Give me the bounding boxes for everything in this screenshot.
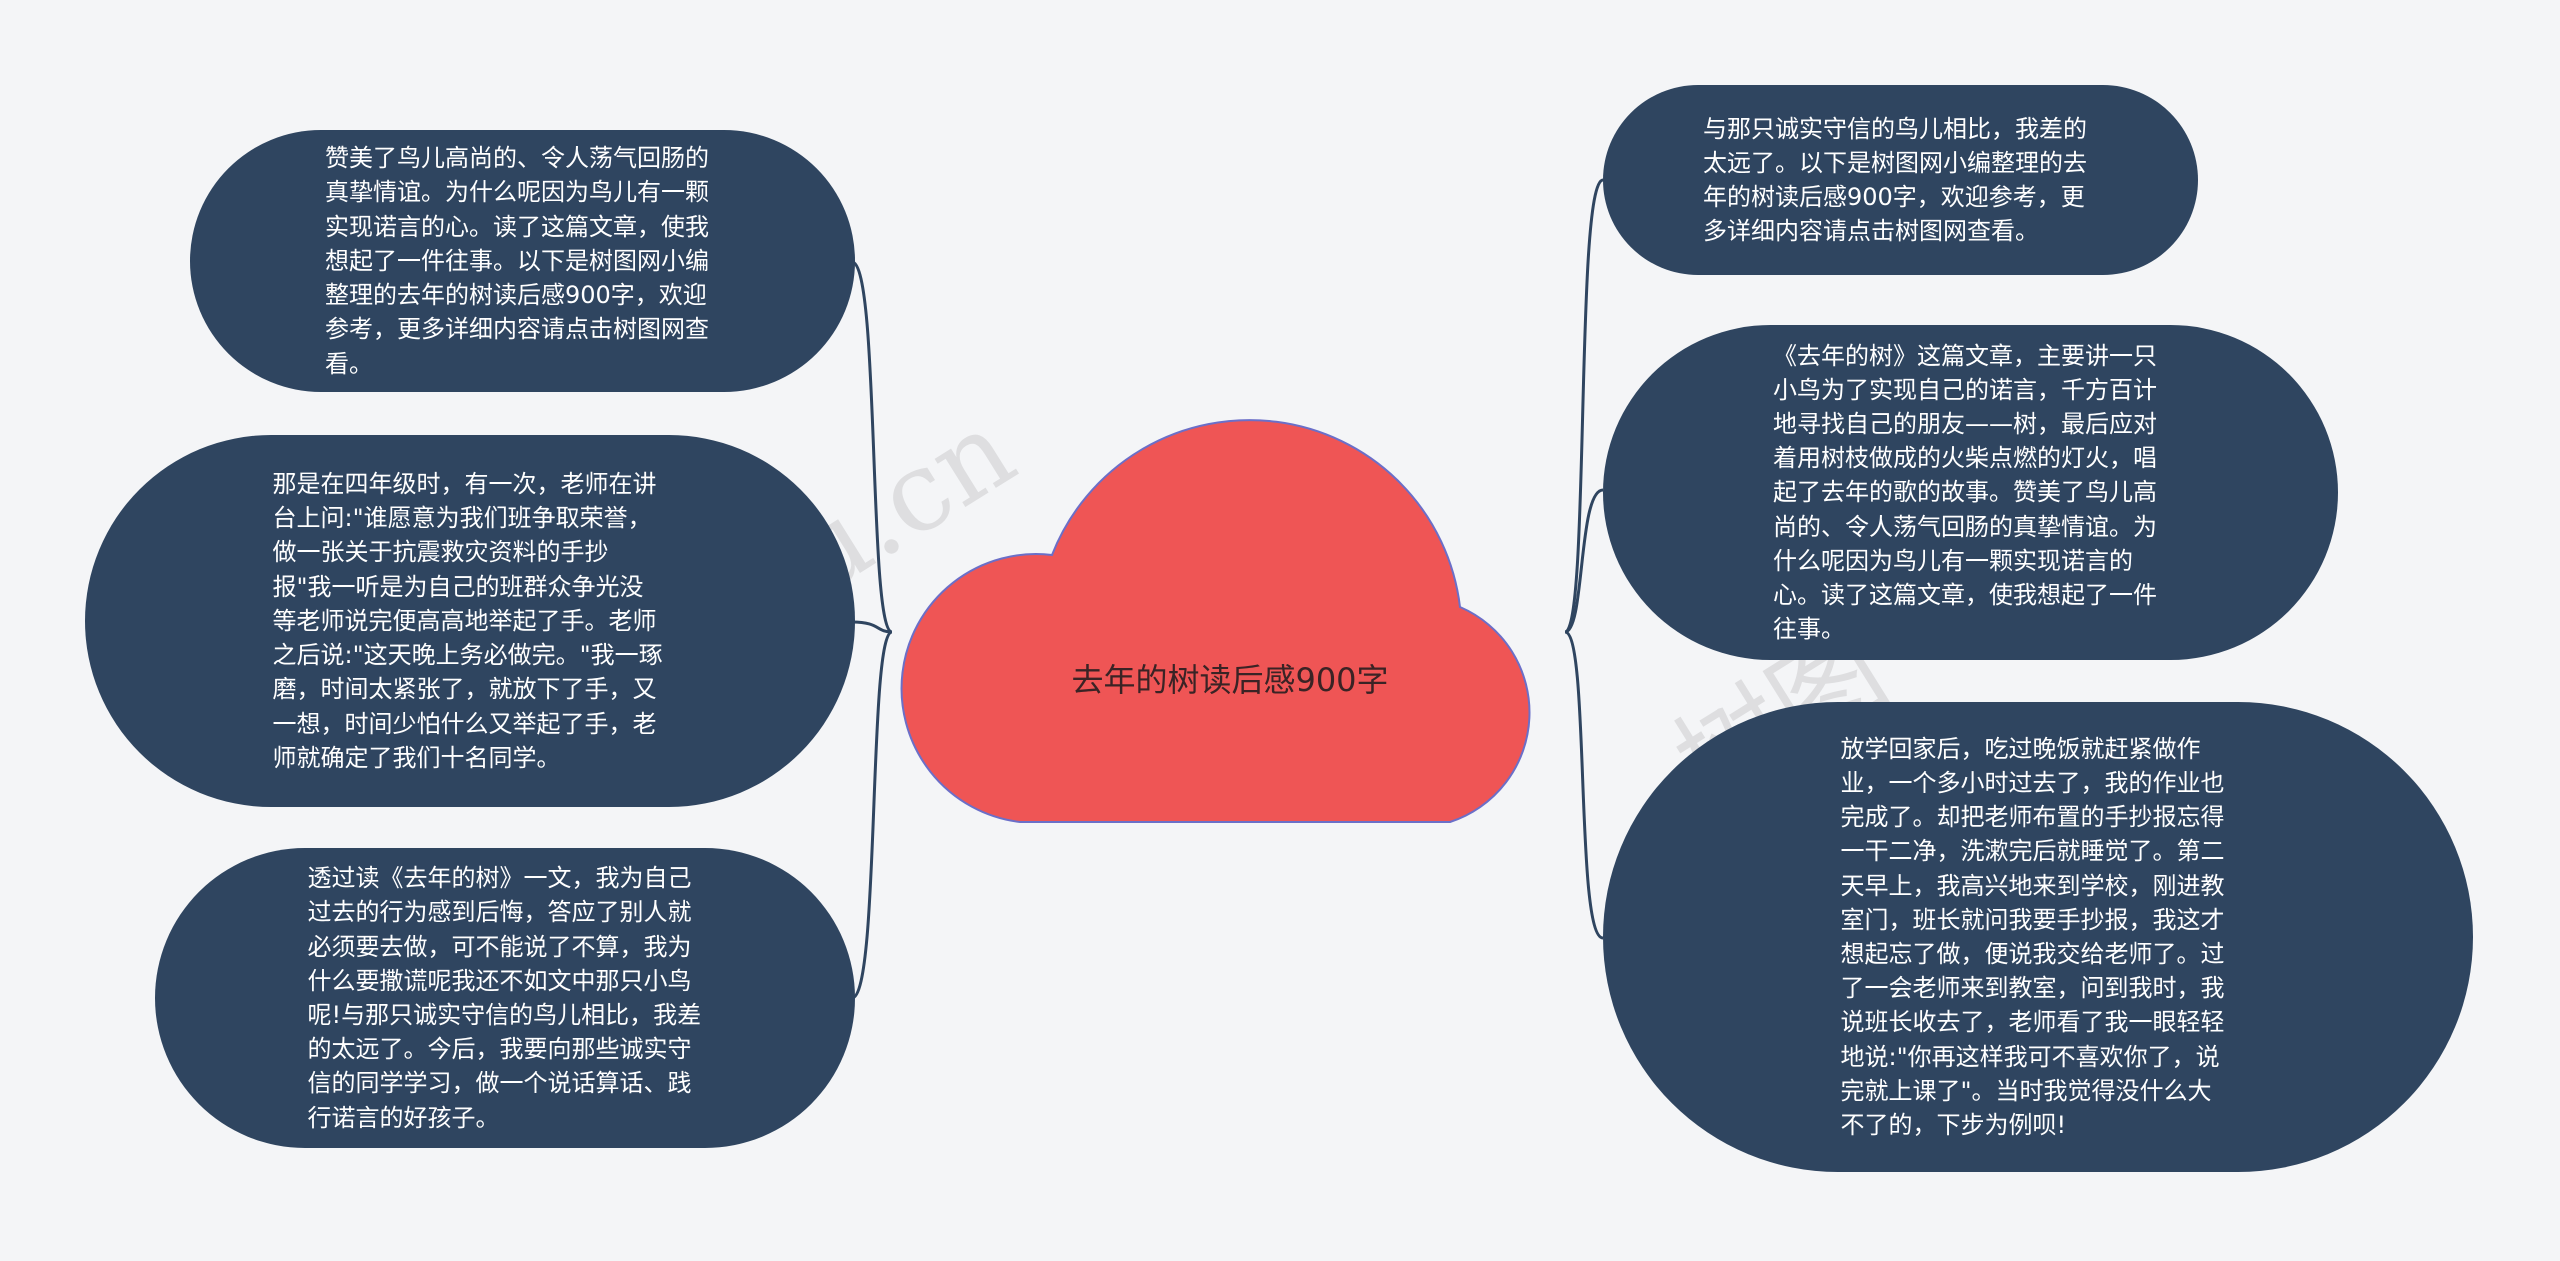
center-cloud: [900, 419, 1531, 823]
connector-right-1: [1563, 178, 1604, 634]
connector-left-1: [851, 260, 894, 634]
right-node-1-text: 与那只诚实守信的鸟儿相比，我差的太远了。以下是树图网小编整理的去年的树读后感90…: [1703, 114, 2087, 246]
right-node-3-text: 放学回家后，吃过晚饭就赶紧做作业，一个多小时过去了，我的作业也完成了。却把老师布…: [1840, 734, 2225, 1140]
connector-right-3: [1564, 630, 1604, 940]
connector-left-3: [851, 630, 893, 1000]
left-node-2-text: 那是在四年级时，有一次，老师在讲台上问:"谁愿意为我们班争取荣誉，做一张关于抗震…: [272, 470, 663, 772]
left-node-2: 那是在四年级时，有一次，老师在讲台上问:"谁愿意为我们班争取荣誉，做一张关于抗震…: [85, 435, 855, 807]
right-node-1: 与那只诚实守信的鸟儿相比，我差的太远了。以下是树图网小编整理的去年的树读后感90…: [1603, 85, 2198, 275]
left-node-3-text: 透过读《去年的树》一文，我为自己过去的行为感到后悔，答应了别人就必须要去做，可不…: [307, 864, 702, 1132]
left-node-3: 透过读《去年的树》一文，我为自己过去的行为感到后悔，答应了别人就必须要去做，可不…: [155, 848, 855, 1148]
connector-left-2: [851, 620, 893, 634]
connector-right-2: [1564, 488, 1604, 634]
right-node-2-text: 《去年的树》这篇文章，主要讲一只小鸟为了实现自己的诺言，千方百计地寻找自己的朋友…: [1773, 341, 2157, 644]
center-topic-title: 去年的树读后感900字: [1071, 661, 1389, 699]
left-node-1-text: 赞美了鸟儿高尚的、令人荡气回肠的真挚情谊。为什么呢因为鸟儿有一颗实现诺言的心。读…: [325, 144, 709, 378]
right-node-2: 《去年的树》这篇文章，主要讲一只小鸟为了实现自己的诺言，千方百计地寻找自己的朋友…: [1603, 325, 2338, 660]
left-node-1: 赞美了鸟儿高尚的、令人荡气回肠的真挚情谊。为什么呢因为鸟儿有一颗实现诺言的心。读…: [190, 130, 855, 392]
right-node-3: 放学回家后，吃过晚饭就赶紧做作业，一个多小时过去了，我的作业也完成了。却把老师布…: [1603, 702, 2473, 1172]
